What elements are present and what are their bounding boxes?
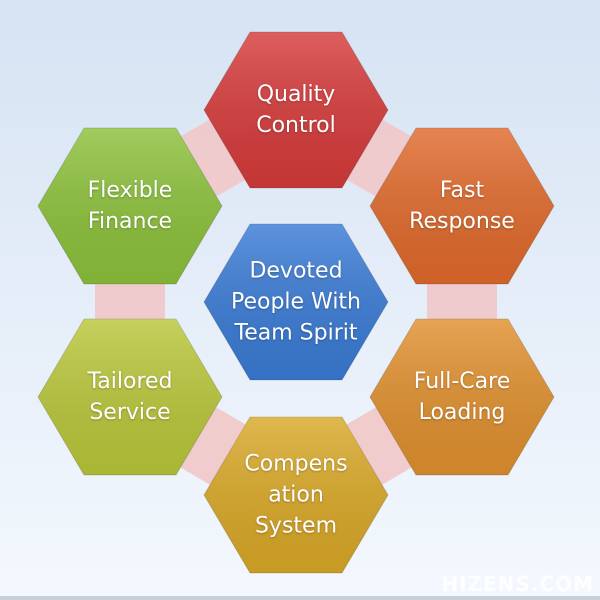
hexagon-quality-control-label: Quality Control <box>256 82 336 138</box>
hexagon-fast-response-shine <box>370 128 554 284</box>
hexagon-compensation-system-shine <box>204 417 388 573</box>
hexagon-fast-response-label: Fast Response <box>409 178 515 234</box>
hexagon-tailored-service-label: Tailored Service <box>87 369 173 425</box>
bottom-border <box>0 596 600 600</box>
hexagon-full-care-loading-shine <box>370 319 554 475</box>
hexagon-quality-control-shine <box>204 32 388 188</box>
hexagon-center-label: Devoted People With Team Spirit <box>230 258 362 346</box>
hexagon-compensation-system-label: Compens ation System <box>244 451 348 539</box>
hexagon-full-care-loading-label: Full-Care Loading <box>413 369 511 425</box>
hexagon-flexible-finance-shine <box>38 128 222 284</box>
hexagon-flexible-finance-label: Flexible Finance <box>87 178 173 234</box>
hexagon-tailored-service-shine <box>38 319 222 475</box>
watermark: HIZENS.COM <box>441 572 594 596</box>
hexagon-center-shine <box>204 224 388 380</box>
